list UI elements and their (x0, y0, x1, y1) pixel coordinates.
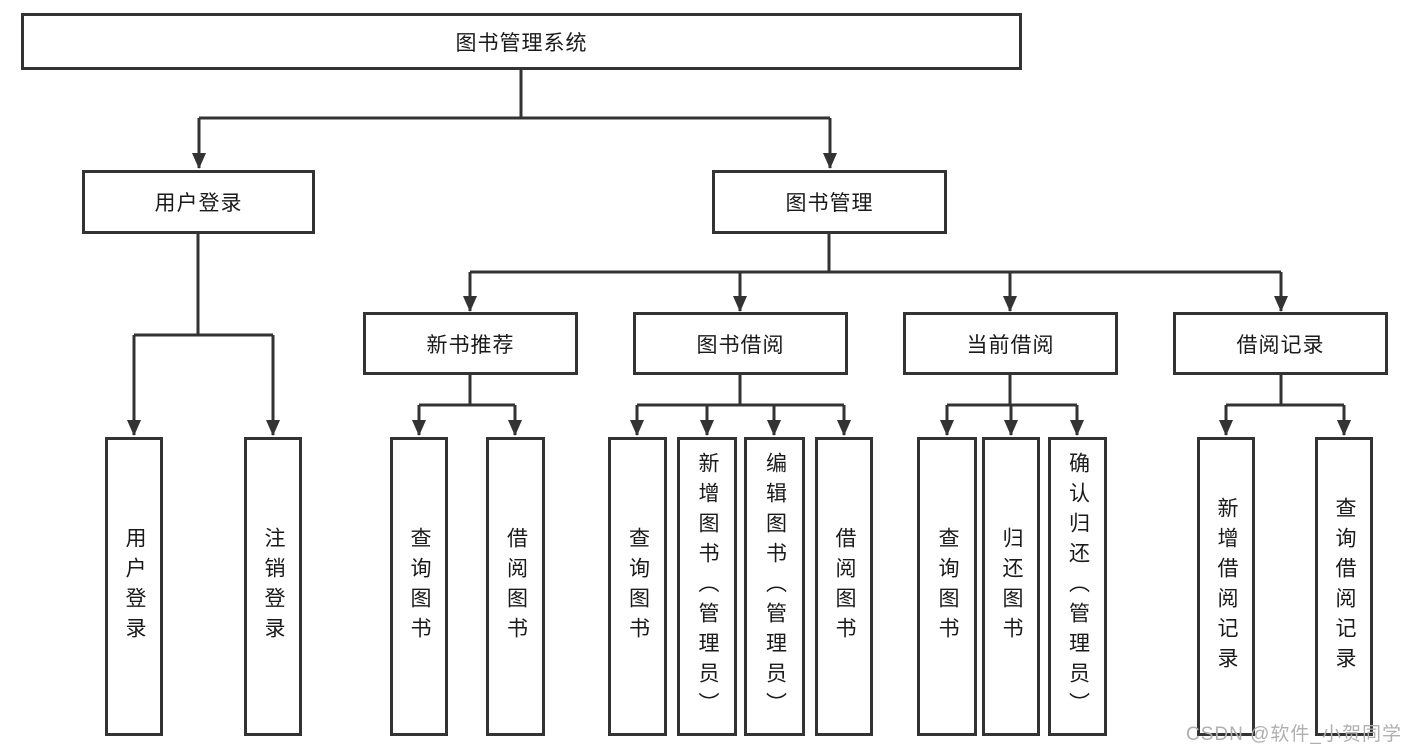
node-leaf-add-books-admin: 新增图书（管理员） (677, 437, 737, 736)
node-leaf-borrow-books-newbook: 借阅图书 (486, 437, 545, 736)
node-root-system: 图书管理系统 (21, 13, 1022, 70)
node-borrowing-records: 借阅记录 (1173, 312, 1388, 375)
node-leaf-add-borrow-record: 新增借阅记录 (1197, 437, 1255, 736)
csdn-watermark: CSDN @软件_小贺同学 (1186, 724, 1402, 745)
node-leaf-query-books-newbook: 查询图书 (390, 437, 448, 736)
node-book-borrowing: 图书借阅 (633, 312, 848, 375)
node-leaf-return-books: 归还图书 (982, 437, 1040, 736)
node-book-management-branch: 图书管理 (712, 170, 947, 234)
node-leaf-logout: 注销登录 (244, 437, 302, 736)
node-leaf-edit-books-admin: 编辑图书（管理员） (744, 437, 805, 736)
node-leaf-query-borrow-record: 查询借阅记录 (1315, 437, 1373, 736)
node-current-borrowing: 当前借阅 (903, 312, 1118, 375)
node-user-login-branch: 用户登录 (82, 170, 315, 234)
node-new-book-recommendation: 新书推荐 (363, 312, 578, 375)
node-leaf-borrow-books: 借阅图书 (815, 437, 873, 736)
node-leaf-query-books-current: 查询图书 (917, 437, 977, 736)
node-leaf-user-login: 用户登录 (105, 437, 163, 736)
node-leaf-query-books-borrow: 查询图书 (608, 437, 667, 736)
node-leaf-confirm-return-admin: 确认归还（管理员） (1048, 437, 1107, 736)
